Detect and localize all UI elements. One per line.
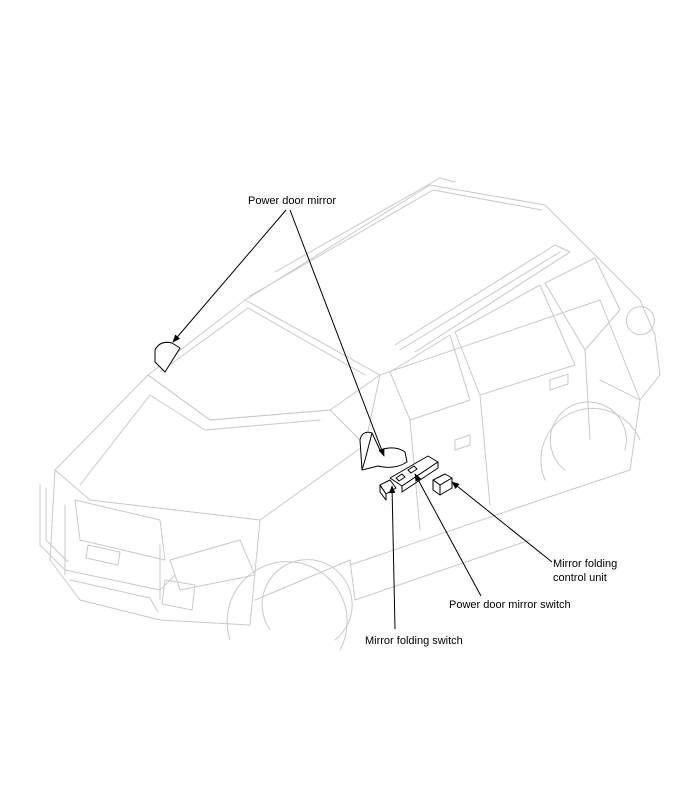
leader-lines (172, 209, 553, 630)
left-door-mirror (154, 341, 181, 373)
label-power-door-mirror-switch: Power door mirror switch (449, 599, 571, 611)
label-mirror-folding-switch: Mirror folding switch (365, 635, 463, 647)
label-power-door-mirror: Power door mirror (248, 195, 337, 207)
label-mirror-folding-control-unit-line2: control unit (553, 572, 607, 584)
label-mirror-folding-control-unit-line1: Mirror folding (553, 558, 618, 570)
vehicle-outline (39, 177, 661, 651)
